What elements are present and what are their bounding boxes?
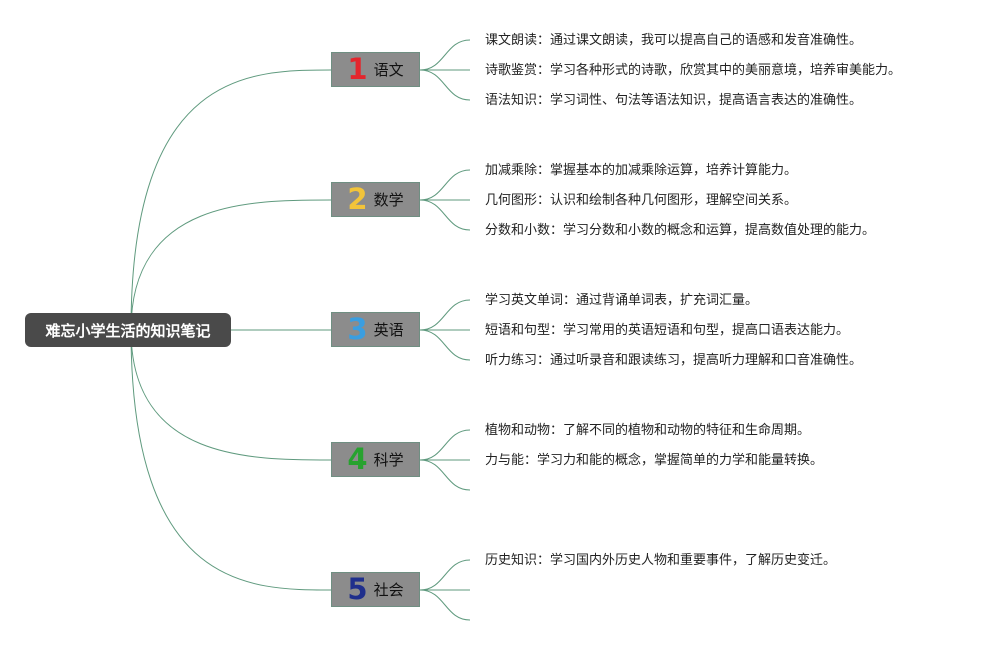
leaf-item[interactable]: 学习英文单词：通过背诵单词表，扩充词汇量。 bbox=[485, 293, 759, 308]
leaf-item[interactable]: 诗歌鉴赏：学习各种形式的诗歌，欣赏其中的美丽意境，培养审美能力。 bbox=[485, 63, 902, 78]
leaf-item[interactable]: 植物和动物：了解不同的植物和动物的特征和生命周期。 bbox=[485, 423, 811, 438]
leaf-connector bbox=[419, 429, 471, 461]
topic-node-science[interactable]: 4 科学 bbox=[331, 442, 420, 477]
root-node[interactable]: 难忘小学生活的知识笔记 bbox=[25, 313, 231, 347]
leaf-item[interactable]: 语法知识：学习词性、句法等语法知识，提高语言表达的准确性。 bbox=[485, 93, 863, 108]
leaf-connector bbox=[419, 69, 471, 101]
topic-label-science: 科学 bbox=[373, 451, 404, 469]
topic-number-1: 1 bbox=[347, 52, 368, 86]
leaf-connector bbox=[419, 169, 471, 201]
topic-label-society: 社会 bbox=[373, 581, 404, 599]
topic-node-english[interactable]: 3 英语 bbox=[331, 312, 420, 347]
topic-node-society[interactable]: 5 社会 bbox=[331, 572, 420, 607]
root-label: 难忘小学生活的知识笔记 bbox=[45, 321, 211, 340]
leaf-item[interactable]: 历史知识：学习国内外历史人物和重要事件，了解历史变迁。 bbox=[485, 553, 837, 568]
root-connector bbox=[130, 329, 332, 461]
leaf-connector bbox=[419, 589, 471, 621]
topic-number-5: 5 bbox=[347, 572, 368, 606]
leaf-connector bbox=[419, 39, 471, 71]
leaf-connector bbox=[419, 329, 471, 361]
leaf-item[interactable]: 力与能：学习力和能的概念，掌握简单的力学和能量转换。 bbox=[485, 453, 824, 468]
topic-node-math[interactable]: 2 数学 bbox=[331, 182, 420, 217]
topic-number-3: 3 bbox=[347, 312, 368, 346]
leaf-item[interactable]: 听力练习：通过听录音和跟读练习，提高听力理解和口音准确性。 bbox=[485, 353, 863, 368]
root-connector bbox=[130, 199, 332, 331]
topic-number-4: 4 bbox=[347, 442, 368, 476]
leaf-connector bbox=[419, 559, 471, 591]
topic-label-english: 英语 bbox=[373, 321, 404, 339]
leaf-item[interactable]: 分数和小数：学习分数和小数的概念和运算，提高数值处理的能力。 bbox=[485, 223, 876, 238]
leaf-connector bbox=[419, 199, 471, 231]
topic-label-chinese: 语文 bbox=[373, 61, 404, 79]
leaf-item[interactable]: 加减乘除：掌握基本的加减乘除运算，培养计算能力。 bbox=[485, 163, 798, 178]
topic-number-2: 2 bbox=[347, 182, 368, 216]
leaf-item[interactable]: 课文朗读：通过课文朗读，我可以提高自己的语感和发音准确性。 bbox=[485, 33, 863, 48]
topic-node-chinese[interactable]: 1 语文 bbox=[331, 52, 420, 87]
leaf-item[interactable]: 几何图形：认识和绘制各种几何图形，理解空间关系。 bbox=[485, 193, 798, 208]
root-connector bbox=[130, 329, 332, 591]
leaf-connector bbox=[419, 459, 471, 491]
topic-label-math: 数学 bbox=[373, 191, 404, 209]
root-connector bbox=[130, 69, 332, 331]
leaf-connector bbox=[419, 299, 471, 331]
leaf-item[interactable]: 短语和句型：学习常用的英语短语和句型，提高口语表达能力。 bbox=[485, 323, 850, 338]
